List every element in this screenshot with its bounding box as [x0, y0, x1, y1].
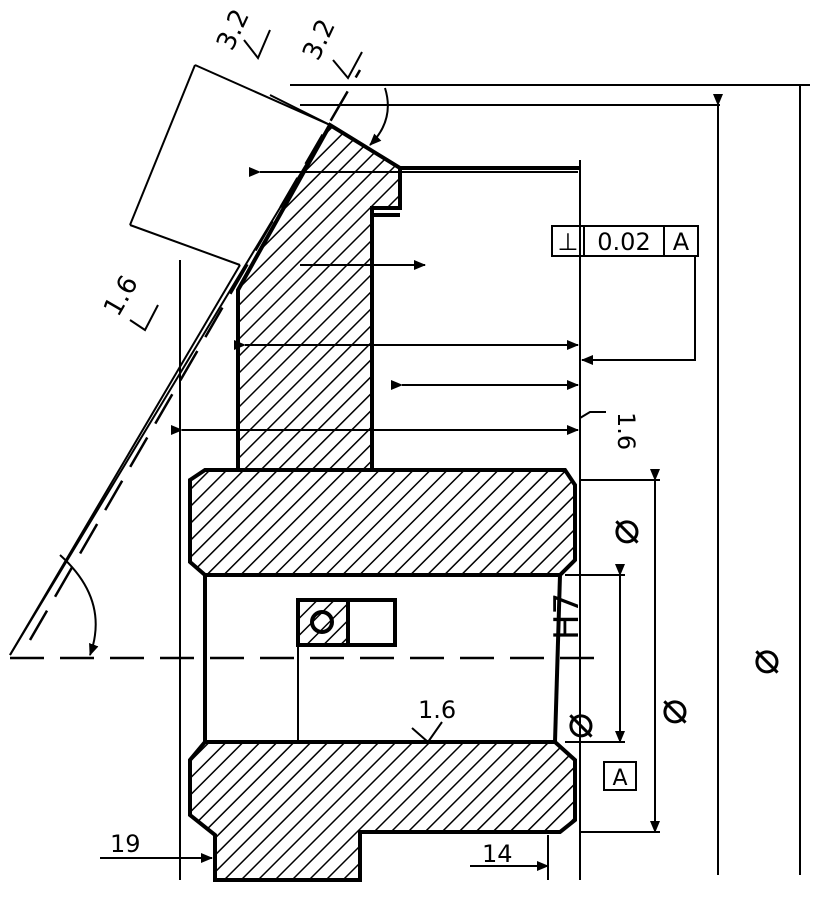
datum-box — [603, 761, 637, 791]
extension-lines — [179, 84, 810, 880]
pitch-cone-centerline — [28, 69, 362, 641]
bore-right-edge — [553, 574, 562, 743]
tolerance-datum: A — [673, 228, 690, 256]
bore-fit-label: H7 — [547, 593, 587, 640]
bevel-cone-lines — [9, 64, 362, 656]
width-extension-1 — [129, 64, 196, 226]
width-dimension-top — [194, 64, 331, 126]
tolerance-dividers — [583, 226, 665, 256]
diameter-symbol-mid: ⌀ — [653, 699, 704, 726]
gear-section-hatched — [188, 122, 577, 882]
tolerance-box — [551, 225, 699, 257]
width-dimension-base — [129, 224, 241, 266]
dimension-14: 14 — [482, 840, 513, 868]
tolerance-leader — [581, 256, 696, 365]
gear-outlines — [203, 166, 580, 743]
roughness-value-3: 1.6 — [98, 271, 145, 322]
diameter-symbol-bore: ⌀ — [559, 713, 610, 740]
tolerance-value: 0.02 — [597, 228, 650, 256]
tip-extension — [269, 94, 331, 126]
inner-cone-line — [9, 264, 241, 656]
roughness-check-4 — [411, 721, 443, 744]
lower-hub-section — [188, 740, 577, 882]
dimension-19: 19 — [110, 830, 141, 858]
diameter-symbol-hub: ⌀ — [605, 519, 656, 546]
outer-cone-line — [9, 124, 331, 656]
tolerance-frame: ⊥ 0.02 A — [551, 225, 699, 365]
upper-hub-section — [188, 468, 577, 577]
roughness-value-4: 1.6 — [418, 696, 456, 724]
datum-label: A — [612, 766, 627, 791]
keyway-circle — [310, 610, 334, 634]
diameter-symbol-outer: ⌀ — [745, 649, 796, 676]
perpendicularity-symbol: ⊥ — [558, 228, 579, 256]
roughness-value-5: 1.6 — [612, 412, 640, 450]
cone-angle-arc — [59, 554, 99, 656]
keyway-hatched-symbol — [296, 598, 350, 647]
roughness-check-1 — [243, 29, 271, 60]
roughness-check-2 — [332, 51, 363, 80]
roughness-check-3 — [129, 304, 159, 332]
back-angle-arc — [369, 87, 389, 146]
gear-tooth-section — [236, 122, 402, 472]
axial-dimensions — [100, 167, 579, 880]
diameter-labels: ⌀ ⌀ ⌀ ⌀ H7 — [547, 519, 796, 740]
roughness-check-5 — [579, 411, 606, 419]
roughness-value-2: 3.2 — [297, 15, 342, 65]
keyway-box — [298, 598, 397, 647]
